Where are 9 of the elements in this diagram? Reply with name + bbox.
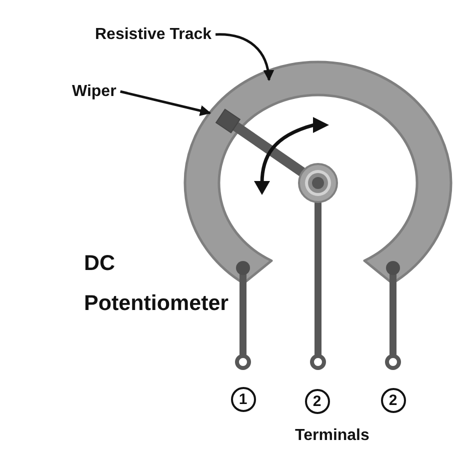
- leader-arrow: [120, 90, 212, 116]
- terminals-label: Terminals: [295, 426, 370, 445]
- component-title: DC Potentiometer: [84, 250, 230, 317]
- terminal-number: 2: [380, 388, 406, 412]
- terminal-number: 2: [304, 388, 330, 414]
- terminal-number: 1: [230, 386, 256, 412]
- callout-label: Wiper: [72, 82, 116, 101]
- callout-label: Resistive Track: [95, 25, 212, 44]
- leader-arrow: [216, 33, 274, 82]
